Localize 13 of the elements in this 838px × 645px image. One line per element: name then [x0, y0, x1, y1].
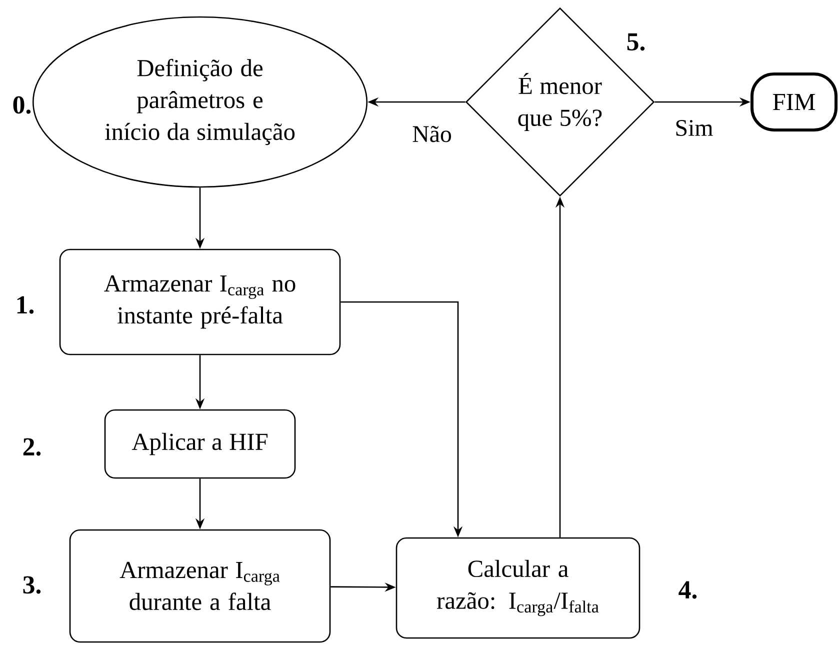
end-terminal: FIM: [750, 72, 838, 132]
process-box: Armazenar I$_{carga}$ durante a falta: [69, 529, 331, 643]
step-number: 0.: [13, 96, 31, 114]
step-number: 4.: [678, 581, 697, 599]
edge-label: Sim: [676, 120, 713, 136]
step-number: 1.: [17, 296, 34, 314]
process-box: Armazenar I$_{carga}$ no instante pré-falta: [59, 248, 341, 356]
process-box: Calcular a razão: I$_{carga}$/I$_{falta}$: [396, 537, 640, 639]
step-number: 5.: [627, 33, 645, 51]
edge-label: Não: [412, 126, 452, 142]
step-number: 2.: [23, 438, 41, 456]
step-number: 3.: [23, 576, 41, 594]
process-box: Aplicar a HIF: [104, 409, 296, 479]
